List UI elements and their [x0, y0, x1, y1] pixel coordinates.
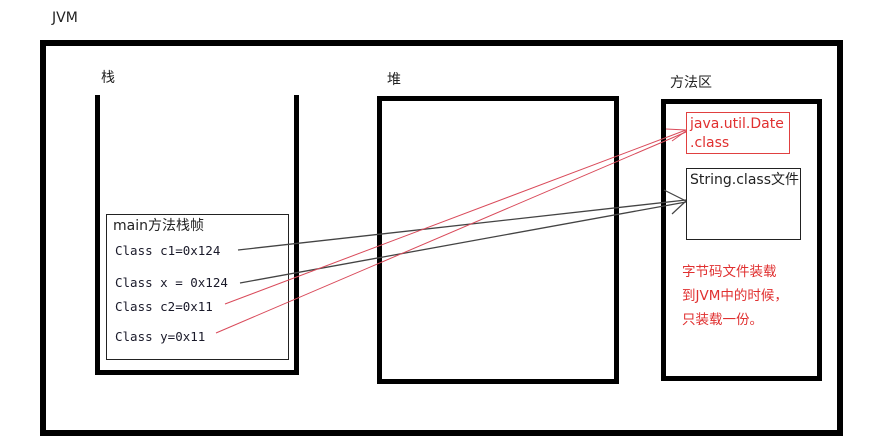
var-x: Class x = 0x124: [115, 275, 228, 290]
var-c2: Class c2=0x11: [115, 299, 213, 314]
date-class-line1: java.util.Date: [690, 116, 784, 132]
string-class-box: String.class文件: [686, 168, 801, 240]
heap-box: [377, 96, 619, 384]
var-y: Class y=0x11: [115, 329, 206, 344]
method-area-box: [661, 99, 822, 381]
arrow-x: [239, 201, 687, 284]
heap-label: 堆: [387, 72, 401, 88]
date-class-box: java.util.Date .class: [686, 112, 790, 154]
stack-frame-title: main方法栈帧: [113, 218, 204, 234]
stack-wall-right: [294, 95, 299, 375]
var-c1: Class c1=0x124: [115, 243, 221, 258]
arrow-c2: [224, 129, 687, 305]
note-line3: 只装载一份。: [682, 312, 763, 328]
note-line2: 到JVM中的时候，: [682, 288, 788, 304]
stack-label: 栈: [101, 70, 115, 86]
string-class-label: String.class文件: [690, 172, 799, 188]
note-line1: 字节码文件装载: [682, 264, 777, 280]
loading-note: 字节码文件装载 到JVM中的时候， 只装载一份。: [682, 260, 802, 332]
jvm-container: [40, 40, 843, 436]
arrow-c1: [237, 199, 687, 251]
stack-wall-left: [95, 95, 100, 375]
arrowhead-string-icon: [663, 189, 687, 215]
stack-wall-bottom: [95, 370, 299, 375]
arrow-y: [215, 131, 687, 334]
date-class-line2: .class: [690, 135, 730, 151]
method-area-label: 方法区: [670, 75, 712, 91]
main-stack-frame: main方法栈帧 Class c1=0x124 Class x = 0x124 …: [106, 214, 289, 360]
jvm-title: JVM: [52, 10, 78, 26]
arrowhead-date-icon: [665, 128, 687, 142]
